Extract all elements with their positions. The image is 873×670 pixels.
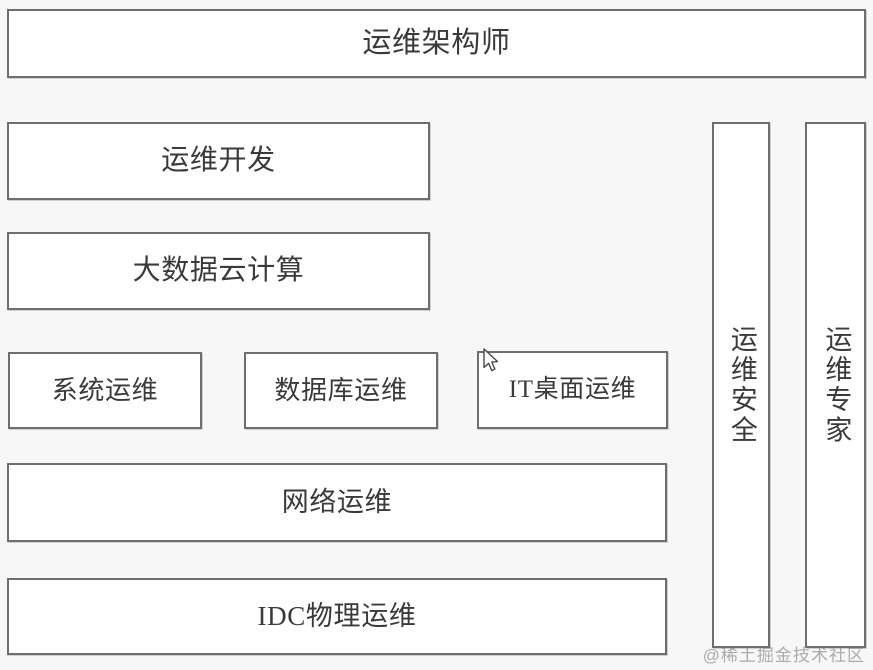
- node-label: 运维架构师: [362, 26, 511, 59]
- watermark: @稀土掘金技术社区: [702, 646, 865, 665]
- node-label: 网络运维: [281, 486, 393, 517]
- node-label: 运维专家: [821, 324, 852, 446]
- node-database-ops[interactable]: 数据库运维: [244, 352, 438, 429]
- node-ops-development[interactable]: 运维开发: [7, 122, 430, 200]
- node-label: 系统运维: [51, 375, 159, 405]
- node-idc-physical-ops[interactable]: IDC物理运维: [7, 578, 667, 655]
- node-label: 运维开发: [161, 144, 276, 176]
- node-system-ops[interactable]: 系统运维: [8, 352, 202, 429]
- node-ops-architect[interactable]: 运维架构师: [7, 9, 866, 78]
- node-label: 大数据云计算: [132, 254, 305, 286]
- node-label: 运维安全: [726, 324, 757, 446]
- node-it-desktop-ops[interactable]: IT桌面运维: [477, 351, 668, 429]
- node-network-ops[interactable]: 网络运维: [7, 463, 667, 542]
- node-label: 数据库运维: [274, 375, 408, 405]
- node-ops-expert[interactable]: 运维专家: [805, 122, 866, 648]
- node-ops-security[interactable]: 运维安全: [712, 122, 770, 648]
- node-bigdata-cloud-computing[interactable]: 大数据云计算: [7, 232, 430, 310]
- node-label: IDC物理运维: [257, 600, 417, 631]
- node-label: IT桌面运维: [508, 375, 637, 403]
